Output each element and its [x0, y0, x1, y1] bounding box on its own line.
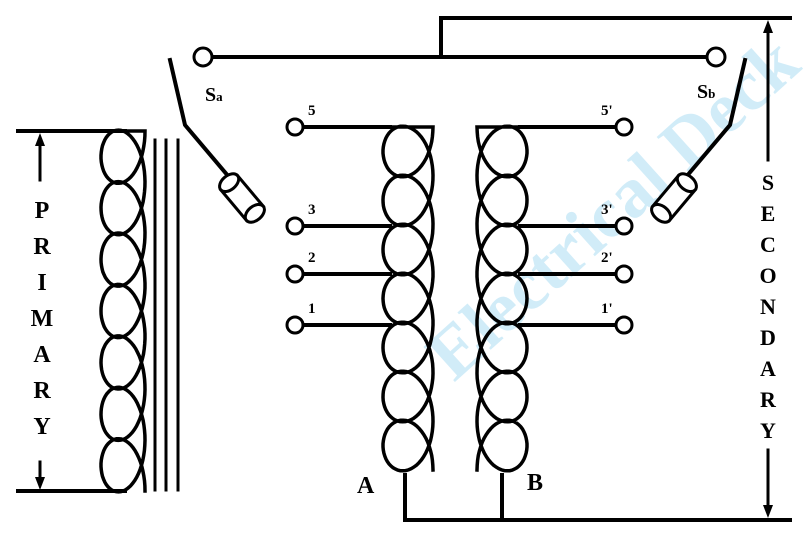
- tap-label: 5: [308, 103, 316, 119]
- coil-a: [381, 124, 435, 473]
- primary-letter: R: [33, 234, 51, 260]
- primary-letter: R: [33, 378, 51, 404]
- secondary-letter: O: [759, 263, 776, 288]
- coil-b: [475, 124, 529, 473]
- secondary-letter: D: [760, 325, 776, 350]
- secondary-letter: R: [760, 387, 777, 412]
- secondary-letter: E: [761, 201, 776, 226]
- tap-a-3[interactable]: 3: [285, 202, 392, 236]
- secondary-letter: N: [760, 294, 776, 319]
- coil-b-label: B: [527, 470, 543, 496]
- switch-sb[interactable]: Sb: [648, 46, 748, 226]
- svg-text:Sa: Sa: [205, 84, 223, 106]
- primary-letter: Y: [33, 414, 50, 440]
- tap-label: 1: [308, 301, 316, 317]
- tap-label: 1': [601, 301, 613, 317]
- tap-a-5[interactable]: 5: [285, 103, 392, 137]
- tap-b-2'[interactable]: 2': [518, 250, 634, 284]
- tap-label: 2: [308, 250, 316, 266]
- tap-label: 5': [601, 103, 613, 119]
- tap-a-1[interactable]: 1: [285, 301, 392, 335]
- tap-b-3'[interactable]: 3': [518, 202, 634, 236]
- coil-a-label: A: [357, 473, 375, 499]
- tap-b-1'[interactable]: 1': [518, 301, 634, 335]
- tap-a-2[interactable]: 2: [285, 250, 392, 284]
- primary-arrows: [35, 133, 45, 490]
- secondary-letter: C: [760, 232, 776, 257]
- primary-winding: [16, 128, 147, 494]
- secondary-letter: S: [762, 170, 774, 195]
- switch-sa[interactable]: Sa: [167, 46, 268, 226]
- primary-letter: I: [37, 270, 46, 296]
- tap-label: 3': [601, 202, 613, 218]
- tap-b-5'[interactable]: 5': [518, 103, 634, 137]
- secondary-letter: Y: [760, 418, 776, 443]
- primary-letter: A: [33, 342, 51, 368]
- tap-label: 3: [308, 202, 316, 218]
- secondary-bus: [203, 16, 792, 522]
- primary-letter: P: [35, 198, 50, 224]
- primary-letter: M: [31, 306, 54, 332]
- svg-text:Sb: Sb: [697, 81, 715, 103]
- tap-label: 2': [601, 250, 613, 266]
- transformer-core: [153, 138, 180, 492]
- secondary-letter: A: [760, 356, 776, 381]
